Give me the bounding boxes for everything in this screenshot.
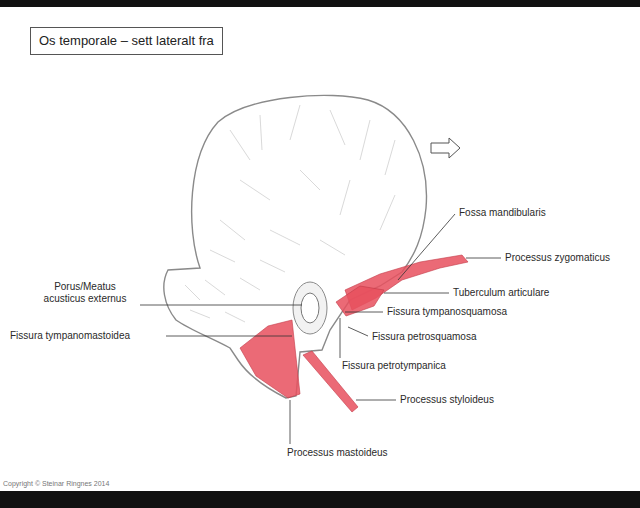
part-label: Processus zygomaticus bbox=[505, 252, 610, 264]
mastoid-process bbox=[240, 320, 300, 398]
part-label: Fossa mandibularis bbox=[459, 207, 546, 219]
bone-texture bbox=[185, 105, 395, 322]
bottom-bar bbox=[0, 491, 640, 508]
leader-line bbox=[466, 258, 501, 259]
leader-line bbox=[140, 305, 302, 306]
title-box: Os temporale – sett lateralt fra bbox=[30, 27, 223, 55]
part-label: Processus styloideus bbox=[400, 394, 494, 406]
bone-outline bbox=[164, 95, 427, 398]
part-label: Processus mastoideus bbox=[287, 447, 388, 459]
part-label: Fissura tympanomastoidea bbox=[10, 330, 130, 342]
top-bar bbox=[0, 0, 640, 7]
part-label: Fissura petrotympanica bbox=[342, 360, 446, 372]
leader-lines bbox=[140, 214, 501, 444]
copyright-note: Copyright © Steinar Ringnes 2014 bbox=[3, 479, 109, 488]
leader-line bbox=[356, 400, 396, 401]
leader-line bbox=[340, 318, 341, 358]
meatus-opening bbox=[301, 293, 319, 323]
part-label: Tuberculum articulare bbox=[453, 287, 549, 299]
part-label: Fissura tympanosquamosa bbox=[387, 306, 507, 318]
tympanic-ring bbox=[293, 282, 327, 334]
direction-arrow bbox=[431, 138, 460, 158]
leader-line bbox=[166, 336, 292, 337]
part-label: Fissura petrosquamosa bbox=[372, 331, 477, 343]
articular-tubercle bbox=[336, 286, 384, 316]
leader-line bbox=[384, 293, 449, 294]
diagram-title: Os temporale – sett lateralt fra bbox=[39, 33, 214, 48]
leader-line bbox=[345, 312, 383, 313]
leader-line bbox=[290, 400, 291, 444]
part-label: Porus/Meatus acusticus externus bbox=[33, 281, 137, 305]
leader-line bbox=[398, 214, 455, 280]
leader-line bbox=[348, 327, 368, 336]
